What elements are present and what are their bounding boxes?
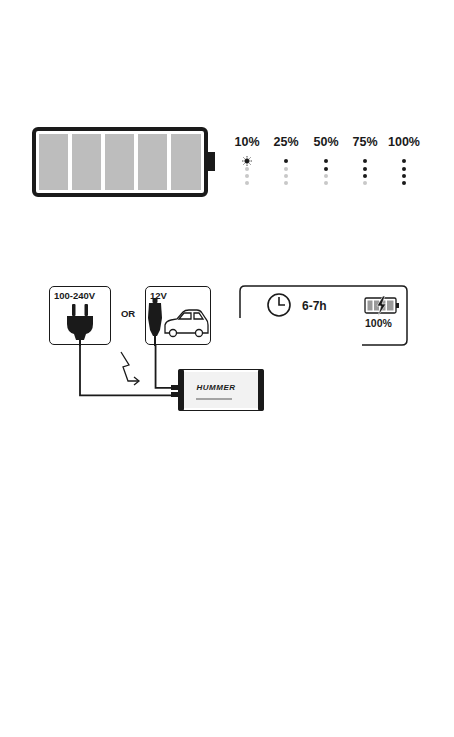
cable [156, 345, 178, 388]
panel-outline [240, 286, 407, 345]
clock-hands [279, 297, 285, 305]
node-text: 100% [365, 318, 392, 330]
led-on [284, 159, 288, 163]
charge-info-panel: 6-7h 100% [240, 286, 407, 345]
charge-level-label: 10% [234, 136, 259, 150]
led-off [245, 181, 249, 185]
led-off [284, 181, 288, 185]
charge-level-label: 50% [313, 136, 338, 150]
indicator-dots [242, 156, 406, 185]
car-wheel [196, 330, 203, 337]
plug-pin [72, 304, 76, 316]
battery-terminal [396, 303, 399, 308]
power-source-box: 12V [145, 286, 211, 345]
led-off [245, 174, 249, 178]
charge-level-label: 75% [352, 136, 377, 150]
node-text: HUMMER [197, 384, 236, 393]
panel-border [240, 286, 407, 345]
led-on [324, 167, 328, 171]
arrow-head [134, 377, 139, 385]
node-text: 12V [150, 291, 167, 301]
battery-terminal [206, 152, 215, 171]
plug-body [148, 303, 162, 336]
led-on [363, 167, 367, 171]
battery-body [34, 129, 206, 195]
lightning-arrow [121, 352, 139, 385]
led-off [284, 174, 288, 178]
or-label: OR [121, 309, 135, 319]
led-off [284, 167, 288, 171]
led-on [402, 174, 406, 178]
plug-body [67, 316, 93, 340]
battery-cell [138, 134, 167, 190]
jump-starter-device: HUMMER [178, 369, 264, 411]
battery-icon [34, 129, 215, 195]
charge-level-label: 25% [273, 136, 298, 150]
wall-plug [67, 304, 93, 346]
jump-starter [171, 369, 264, 411]
led-off [245, 167, 249, 171]
car-wheel [170, 330, 177, 337]
led-on [363, 174, 367, 178]
led-on [402, 181, 406, 185]
charge-bolt [377, 296, 386, 316]
clock-face [268, 294, 290, 316]
plug-pin [85, 304, 89, 316]
led-on [402, 167, 406, 171]
led-on [324, 159, 328, 163]
device-line [196, 399, 232, 400]
battery-cell [368, 301, 373, 311]
clock-icon [268, 294, 290, 316]
battery-cell [171, 134, 201, 190]
node-text: 100-240V [54, 291, 95, 301]
battery-cell [387, 301, 394, 311]
car-window [179, 313, 203, 319]
car-icon [165, 310, 208, 337]
charging-battery-icon [365, 296, 399, 316]
blinking-led [242, 156, 252, 166]
battery-cell [72, 134, 101, 190]
led-off [324, 174, 328, 178]
lightning-line [121, 352, 138, 381]
led-off [363, 181, 367, 185]
led-on [402, 159, 406, 163]
battery-cell [105, 134, 134, 190]
led-off [324, 181, 328, 185]
cable [80, 345, 178, 395]
car-plug [148, 298, 162, 346]
battery-cell [39, 134, 68, 190]
led-on [363, 159, 367, 163]
device-panel [184, 372, 258, 408]
charge-level-label: 100% [388, 136, 420, 150]
power-source-box: 100-240V [49, 286, 111, 345]
node-text: 6-7h [302, 300, 327, 313]
